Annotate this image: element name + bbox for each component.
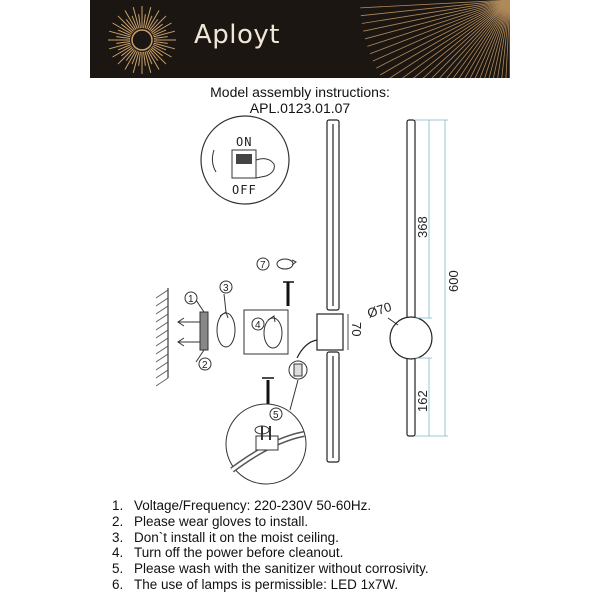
switch-detail: ON OFF [200,115,290,205]
step-callout-5: 5 [269,407,283,421]
instruction-item: 1.Voltage/Frequency: 220-230V 50-60Hz. [112,498,372,513]
instruction-item: 6.The use of lamps is permissible: LED 1… [112,576,399,592]
dimension-368: 368 [415,216,430,238]
page-title: Model assembly instructions: [210,84,390,100]
dimension-70: 70 [349,322,364,336]
step-callout-4: 4 [251,317,265,331]
instructions-list: 1.Voltage/Frequency: 220-230V 50-60Hz. 2… [112,498,429,593]
svg-text:2: 2 [202,360,208,371]
switch-off-label: OFF [232,183,257,197]
svg-text:3: 3 [223,283,229,294]
brand-name: Aployt [194,20,281,50]
hand-icon [255,158,275,179]
svg-text:1: 1 [188,294,194,305]
rotate-arrow-icon [211,149,217,173]
mounting-bracket [177,293,236,363]
model-number: APL.0123.01.07 [249,100,351,116]
wall-hatching [155,288,169,387]
dimension-diameter: Ø70 [365,299,393,321]
svg-text:5: 5 [273,410,279,421]
dimension-lines [415,119,448,437]
cover-plate [243,309,289,355]
dimension-600: 600 [446,270,461,292]
step-callout-3: 3 [219,280,233,294]
step-callout-7: 7 [256,257,297,306]
sunburst-logo-icon [108,0,510,78]
switch-on-label: ON [236,135,252,149]
svg-text:4: 4 [255,320,261,331]
dimension-162: 162 [415,390,430,412]
instruction-item: 5.Please wash with the sanitizer without… [112,561,429,577]
step-callout-2: 2 [198,357,212,371]
instruction-item: 3.Don`t install it on the moist ceiling. [112,529,339,545]
svg-text:7: 7 [260,260,266,271]
connector-detail [225,360,308,485]
brand-banner: Aployt [90,0,510,78]
step-callout-1: 1 [184,291,198,305]
instruction-item: 2.Please wear gloves to install. [112,513,309,529]
instruction-item: 4.Turn off the power before cleanout. [112,545,344,561]
lamp-side-view [387,119,433,437]
lamp-front-view [296,119,349,463]
